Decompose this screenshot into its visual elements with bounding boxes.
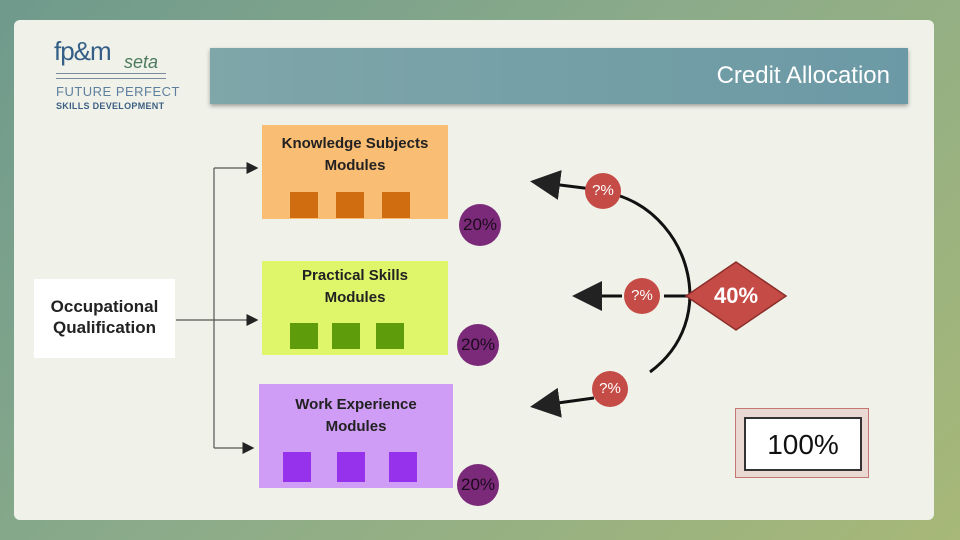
page-title: Credit Allocation: [716, 62, 890, 89]
logo-line2: SKILLS DEVELOPMENT: [56, 101, 165, 111]
practical-square: [332, 323, 360, 349]
logo-seta: seta: [124, 52, 159, 72]
knowledge-module-label: Knowledge Subjects Modules: [262, 133, 448, 177]
qualification-label: Occupational Qualification: [34, 296, 175, 338]
total-inner: 100%: [744, 417, 862, 471]
work-line1: Work Experience: [295, 396, 417, 413]
knowledge-square: [382, 192, 410, 218]
qualification-line1: Occupational: [50, 297, 159, 316]
work-line2: Modules: [325, 418, 387, 435]
occupational-qualification-box: Occupational Qualification: [34, 279, 175, 358]
work-square: [389, 452, 417, 482]
total-box: 100%: [735, 408, 869, 478]
curve-arc: [619, 194, 692, 374]
knowledge-line2: Modules: [324, 157, 386, 174]
logo-line1: FUTURE PERFECT: [56, 84, 180, 99]
logo: fp&m seta FUTURE PERFECT SKILLS DEVELOPM…: [54, 36, 184, 116]
qualification-line2: Qualification: [53, 318, 156, 337]
work-square: [283, 452, 311, 482]
knowledge-question-badge: ?%: [585, 173, 621, 209]
practical-square: [376, 323, 404, 349]
total-label: 100%: [767, 429, 839, 460]
work-module-label: Work Experience Modules: [259, 394, 453, 438]
knowledge-percent-badge: 20%: [459, 204, 501, 246]
work-module-box: Work Experience Modules: [259, 384, 453, 488]
work-square: [337, 452, 365, 482]
practical-line1: Practical Skills: [302, 267, 408, 284]
diamond-percent-label: 40%: [713, 283, 759, 308]
logo-divider: [56, 73, 166, 79]
title-banner: Credit Allocation: [210, 48, 908, 104]
practical-percent-badge: 20%: [457, 324, 499, 366]
allocation-diamond: [684, 261, 788, 331]
practical-question-badge: ?%: [624, 278, 660, 314]
knowledge-square: [290, 192, 318, 218]
knowledge-square: [336, 192, 364, 218]
practical-module-box: Practical Skills Modules: [262, 261, 448, 355]
practical-line2: Modules: [324, 289, 386, 306]
practical-module-label: Practical Skills Modules: [262, 265, 448, 309]
knowledge-module-box: Knowledge Subjects Modules: [262, 125, 448, 219]
arrow-out-bottom: [530, 387, 595, 418]
practical-square: [290, 323, 318, 349]
logo-brand: fp&m: [54, 36, 112, 66]
work-question-badge: ?%: [592, 371, 628, 407]
knowledge-line1: Knowledge Subjects: [281, 135, 429, 152]
work-percent-badge: 20%: [457, 464, 499, 506]
